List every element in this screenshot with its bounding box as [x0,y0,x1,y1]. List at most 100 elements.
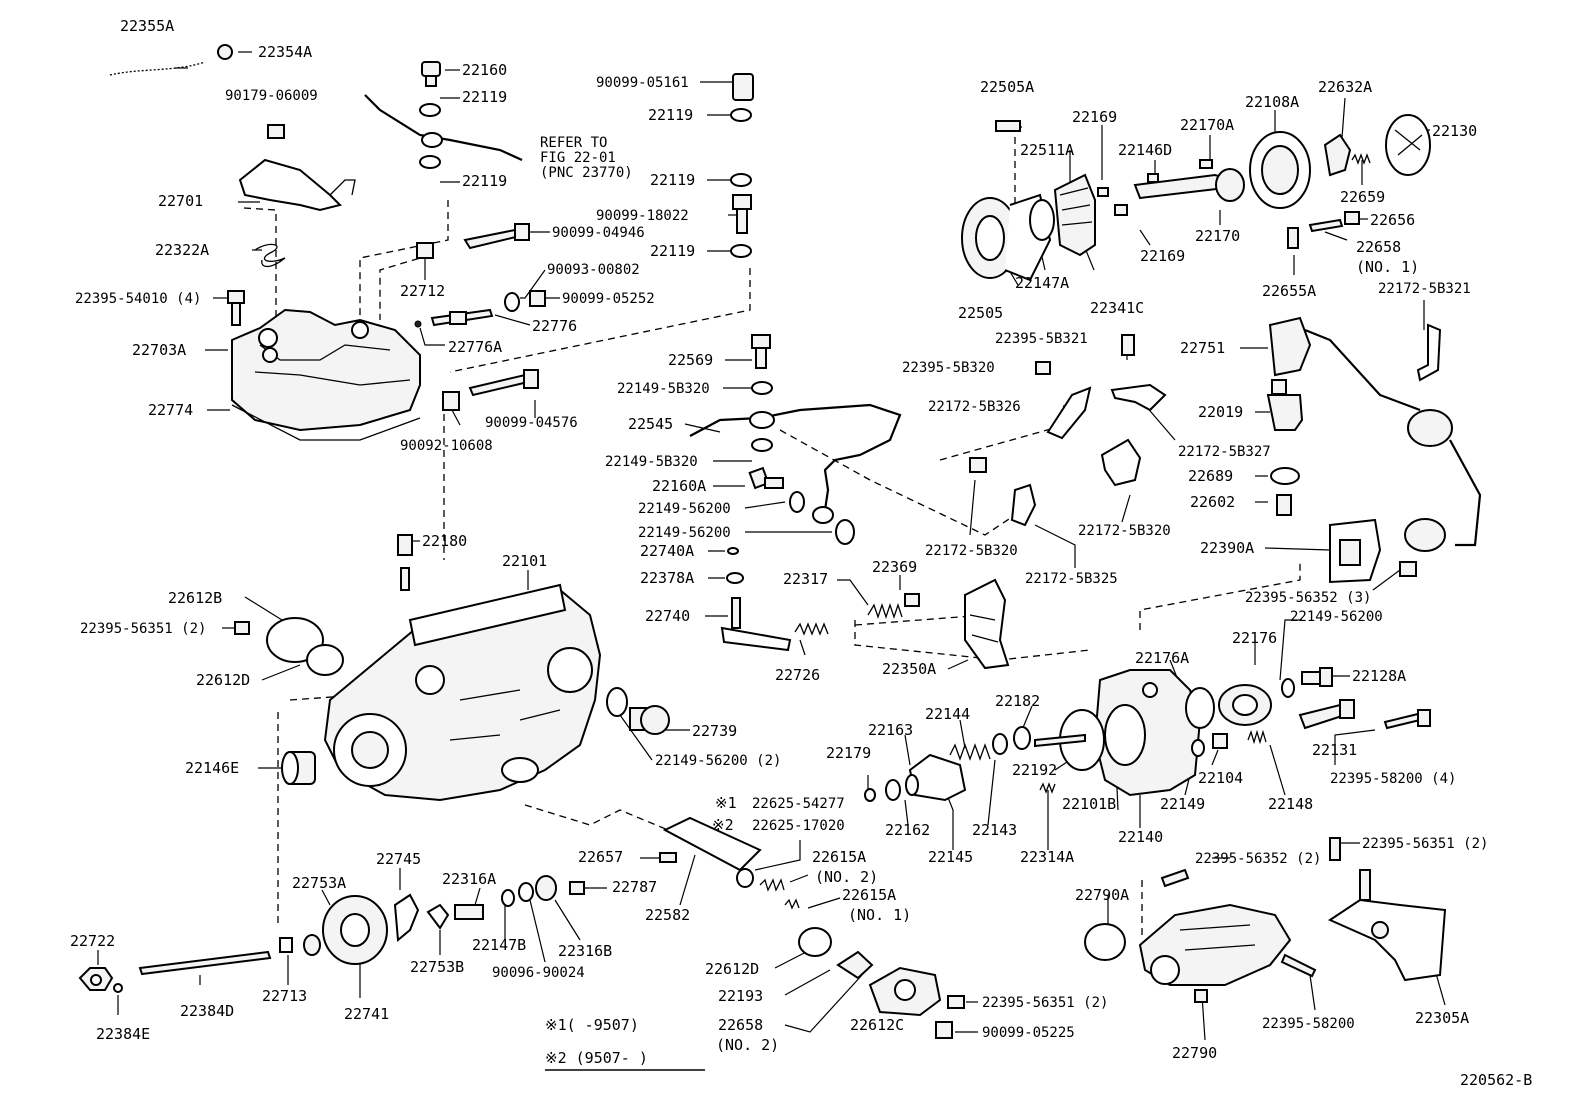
label-22180: 22180 [422,532,467,550]
shaft-22170 [1133,168,1245,202]
shaft-22384D [138,950,272,976]
label-22511A: 22511A [1020,141,1074,159]
gear-22741 [322,895,388,965]
label-90093-00802: 90093-00802 [547,262,640,278]
label-22776A: 22776A [448,338,502,356]
label-22149-5B320: 22149-5B320 [617,381,710,397]
solenoid-valve-22790 [1138,903,1292,1003]
label-22170A: 22170A [1180,116,1234,134]
label-22149-56200-2: 22149-56200 (2) [655,753,781,769]
label-22149-5B320: 22149-5B320 [605,454,698,470]
label-22656: 22656 [1370,211,1415,229]
label-22612C: 22612C [850,1016,904,1034]
leader-lines [97,51,1446,1041]
label-22751: 22751 [1180,339,1225,357]
cap-90099-05161 [732,73,754,101]
solenoid-22751 [1268,316,1482,547]
label-22612D: 22612D [705,960,759,978]
label-22108A: 22108A [1245,93,1299,111]
label-22582: 22582 [645,906,690,924]
label-22149: 22149 [1160,795,1205,813]
label-22179: 22179 [826,744,871,762]
o-ring-22612D-b [798,927,832,957]
label-22545: 22545 [628,415,673,433]
fitting-90099-18022 [732,194,752,234]
label-22176: 22176 [1232,629,1277,647]
refer-note-line2: FIG 22-01 [540,150,616,166]
legend: ※1( -9507) ※2 (9507- ) [545,1016,705,1071]
label-22149-56200: 22149-56200 [1290,609,1383,625]
pin-22658-no1 [1308,218,1344,233]
label-22395-56352: 22395-56352 (2) [1195,851,1321,867]
bracket-22172-5B327 [1110,383,1167,412]
bolt-22569 [751,334,771,369]
nut-22722 [78,967,114,991]
label-22615A-no1-qualifier: (NO. 1) [848,906,911,924]
bracket-22172-5B320-b [1100,438,1142,487]
label-22169: 22169 [1140,247,1185,265]
bracket-22745 [393,893,420,942]
label-22119: 22119 [462,88,507,106]
label-90092-10608: 90092-10608 [400,438,493,454]
label-90099-18022: 90099-18022 [596,208,689,224]
label-22625-54277: 22625-54277 [752,796,845,812]
label-22390A: 22390A [1200,539,1254,557]
label-22569: 22569 [668,351,713,369]
valve-22176 [1218,684,1272,726]
label-22395-58200-4: 22395-58200 (4) [1330,771,1456,787]
piston-22582 [662,816,762,872]
label-22753A: 22753A [292,874,346,892]
washer-22149-5B320-a [751,381,773,395]
washer-22149-56200-b [835,519,855,545]
label-22143: 22143 [972,821,1017,839]
figure-code: 220562-B [1460,1071,1532,1089]
label-22119: 22119 [462,172,507,190]
label-22160A: 22160A [652,477,706,495]
label-22776: 22776 [532,317,577,335]
sensor-22739 [629,705,670,735]
label-22384D: 22384D [180,1002,234,1020]
refer-note-line3: (PNC 23770) [540,165,633,181]
label-22176A: 22176A [1135,649,1189,667]
label-22712: 22712 [400,282,445,300]
washer-22119-b [419,155,441,169]
spring-22615A-no1 [784,898,800,910]
washer-22147A [1029,199,1055,241]
bolt-22316A [454,904,484,920]
spring-22144 [949,743,991,761]
spring-22148 [1247,729,1267,745]
bolt-22395-58200-a [1383,709,1431,730]
refer-note-line1: REFER TO [540,135,607,151]
label-22395-56351: 22395-56351 (2) [80,621,206,637]
label-22625-17020: 22625-17020 [752,818,845,834]
label-22632A: 22632A [1318,78,1372,96]
label-22774: 22774 [148,401,193,419]
label-22658-no1: 22658 [1356,238,1401,256]
washer-22119-a [419,103,441,117]
label-22395-56352-3: 22395-56352 (3) [1245,590,1371,606]
spring-22659 [1351,153,1371,165]
label-22722: 22722 [70,932,115,950]
label-90096-90024: 90096-90024 [492,965,585,981]
nut-90179-06009 [267,124,285,139]
label-22384E: 22384E [96,1025,150,1043]
label-22658-no2-qualifier: (NO. 2) [716,1036,779,1054]
label-22505: 22505 [958,304,1003,322]
bushing-22753A [303,934,321,956]
washer-22378A [726,572,744,584]
label-22689: 22689 [1188,467,1233,485]
bolt-22505A [995,120,1021,132]
washer-22740A [727,547,739,555]
label-22146E: 22146E [185,759,239,777]
label-22612B: 22612B [168,589,222,607]
bushing-22146E [281,751,316,785]
washer-90096-90024 [518,882,534,902]
part-labels: 22355A 22354A 22160 22119 22119 90179-06… [70,17,1488,1062]
filter-22602 [1276,494,1292,516]
label-22395-54010: 22395-54010 (4) [75,291,201,307]
label-22119: 22119 [648,106,693,124]
label-22753B: 22753B [410,958,464,976]
label-22149-56200: 22149-56200 [638,501,731,517]
washer-22119-c [730,108,752,122]
